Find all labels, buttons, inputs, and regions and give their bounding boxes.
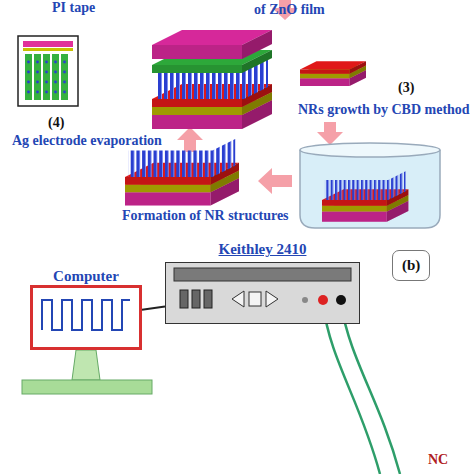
terminal [318,295,328,305]
panel-button [266,291,278,307]
square-wave [42,300,130,330]
cable [142,307,165,310]
step-arrow [272,0,298,20]
device-label: NC [428,452,448,467]
monitor-stand [22,350,152,394]
display-panel [174,268,351,281]
step-label: NRs growth by CBD method [298,102,470,117]
step-arrow [177,127,203,152]
step-label: of ZnO film [254,2,325,17]
terminal [336,295,346,305]
terminal [302,297,308,303]
knob [192,290,200,308]
nanorod-device [125,139,239,206]
step-label: Ag electrode evaporation [12,133,162,148]
probe-wire [341,304,400,474]
step-number: (4) [48,115,64,130]
seed-layer-device [300,61,366,86]
panel-button [249,292,261,306]
electrode-inset [18,36,78,106]
cbd-beaker [300,143,440,228]
knob [204,290,212,308]
probe-wire [323,304,380,474]
sourcemeter-box: Keithley 2410 [165,262,360,324]
device-stack [152,16,272,129]
node-heading: Keithley 2410 [166,241,359,258]
node-heading: Computer [33,268,139,285]
step-arrow [317,122,343,145]
panel-button [232,291,244,307]
step-arrow [258,168,292,194]
panel-label: (b) [392,250,430,281]
material-label: PI tape [52,0,95,15]
knob [180,290,188,308]
computer-monitor: Computer [30,285,142,350]
step-label: Formation of NR structures [122,208,289,223]
step-number: (3) [398,80,414,95]
